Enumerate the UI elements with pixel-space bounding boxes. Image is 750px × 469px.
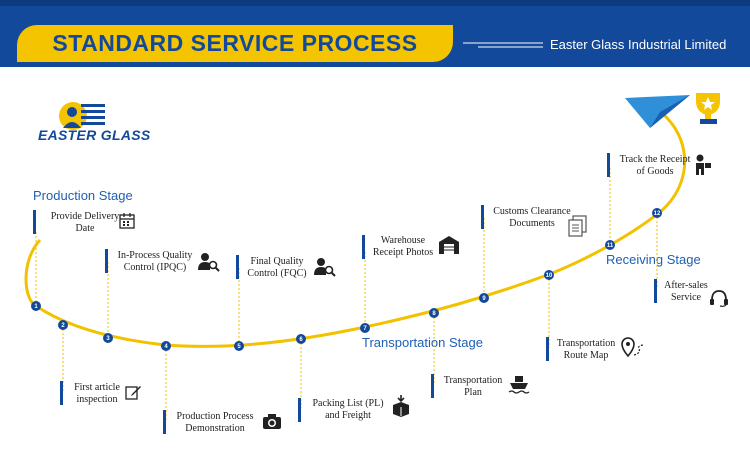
- banner-decor-lines: [463, 42, 543, 48]
- step-dot-1: 1: [31, 301, 41, 311]
- step-marker-7: [362, 235, 365, 259]
- svg-text:9: 9: [482, 296, 486, 302]
- step-dot-5: 5: [234, 341, 244, 351]
- step-dot-3: 3: [103, 333, 113, 343]
- paper-plane-icon: [625, 95, 690, 128]
- receiving-stage-label: Receiving Stage: [606, 252, 701, 267]
- step-dot-2: 2: [58, 320, 68, 330]
- step-marker-6: [298, 398, 301, 422]
- banner-top-stripe: [0, 0, 750, 6]
- svg-text:6: 6: [299, 337, 303, 343]
- step-marker-2: [60, 381, 63, 405]
- step-marker-8: [431, 374, 434, 398]
- svg-text:7: 7: [363, 326, 367, 332]
- step-dot-7: 7: [360, 323, 370, 333]
- inspector-icon: [314, 258, 336, 277]
- svg-text:5: 5: [237, 344, 241, 350]
- svg-text:4: 4: [164, 344, 168, 350]
- ship-icon: [508, 376, 530, 394]
- page-title: STANDARD SERVICE PROCESS: [52, 30, 418, 56]
- step-marker-5: [236, 255, 239, 279]
- logo-text: EASTER GLASS: [38, 127, 151, 143]
- trophy-icon: [696, 93, 720, 124]
- documents-icon: [568, 215, 587, 237]
- step-dot-4: 4: [161, 341, 171, 351]
- step-marker-10: [546, 337, 549, 361]
- step-dot-12: 12: [652, 208, 662, 218]
- company-name: Easter Glass Industrial Limited: [550, 37, 727, 52]
- step-dot-6: 6: [296, 334, 306, 344]
- step-dot-8: 8: [429, 308, 439, 318]
- box-icon: [393, 395, 409, 417]
- svg-text:1: 1: [34, 304, 38, 310]
- production-stage-label: Production Stage: [33, 188, 133, 203]
- step-marker-1: [33, 210, 36, 234]
- step-dot-9: 9: [479, 293, 489, 303]
- transportation-stage-label: Transportation Stage: [362, 335, 483, 350]
- step-dot-11: 11: [605, 240, 615, 250]
- headset-icon: [710, 290, 728, 307]
- company-logo: [59, 102, 105, 130]
- step-dot-10: 10: [544, 270, 554, 280]
- inspector-icon: [198, 253, 220, 272]
- step-marker-9: [481, 205, 484, 229]
- delivery-person-icon: [696, 154, 711, 175]
- svg-text:11: 11: [607, 243, 614, 249]
- step-marker-11: [607, 153, 610, 177]
- svg-text:10: 10: [546, 273, 553, 279]
- step-dots: 1 2 3 4 5 6 7 8 9 10 11 12: [31, 208, 662, 351]
- step-marker-3: [105, 249, 108, 273]
- calendar-icon: [119, 213, 135, 229]
- step-marker-4: [163, 410, 166, 434]
- svg-text:12: 12: [654, 211, 661, 217]
- map-pin-icon: [621, 337, 644, 358]
- svg-text:3: 3: [106, 336, 110, 342]
- warehouse-icon: [439, 236, 459, 254]
- step-label-6: Packing List (PL)and Freight: [312, 398, 384, 421]
- svg-text:8: 8: [432, 311, 436, 317]
- camera-icon: [263, 414, 281, 429]
- svg-text:2: 2: [61, 323, 65, 329]
- title-plate: [17, 25, 453, 62]
- step-marker-12: [654, 279, 657, 303]
- edit-icon: [125, 386, 141, 400]
